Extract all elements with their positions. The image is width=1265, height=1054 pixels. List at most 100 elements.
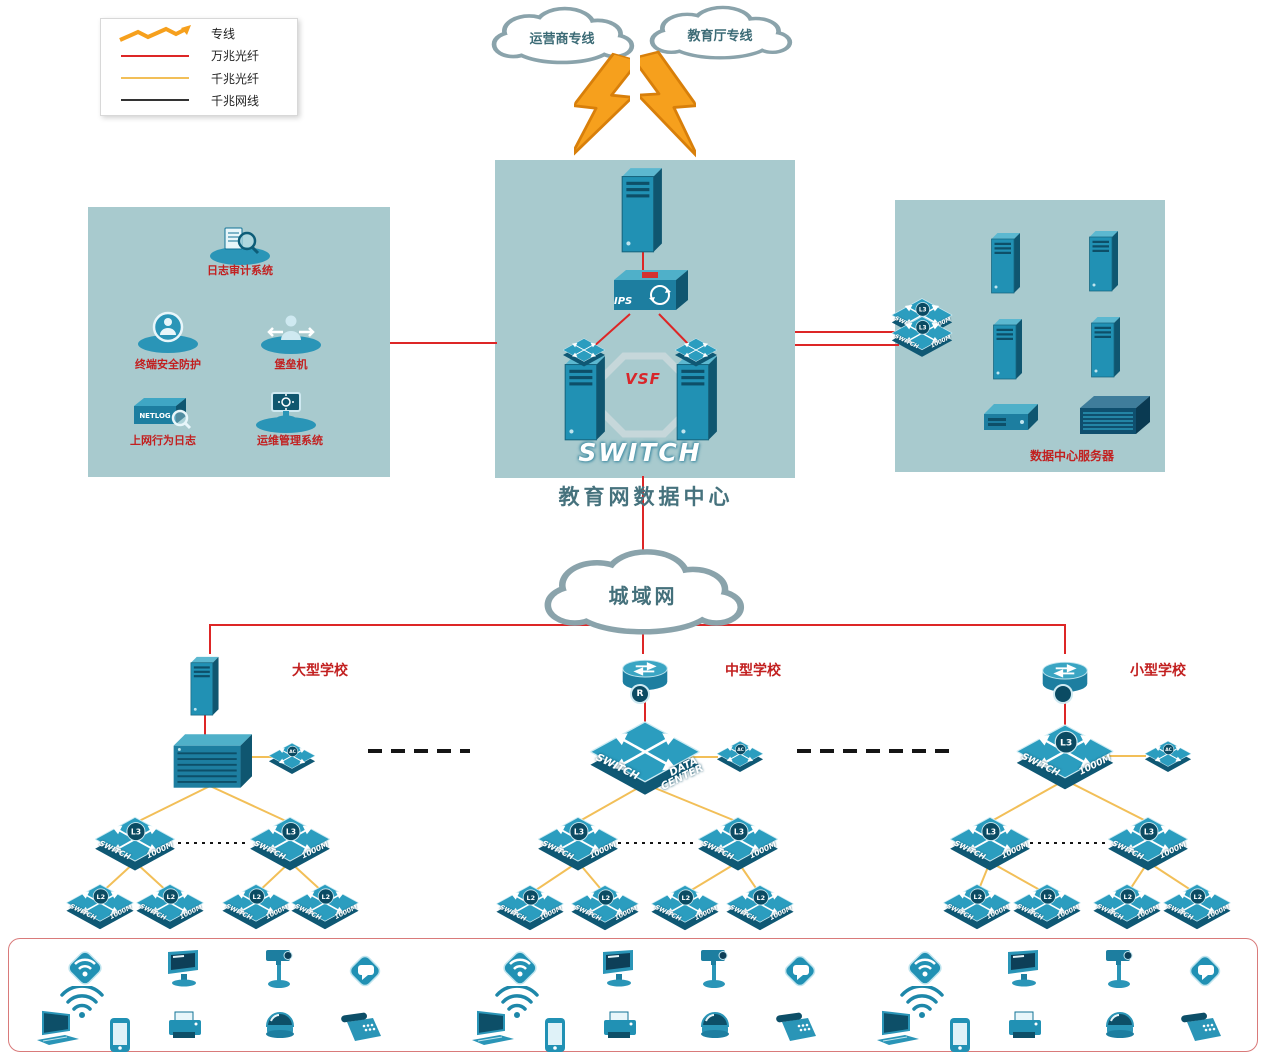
- legend-label: 专线: [211, 27, 236, 42]
- switch-tier-badge: L2: [969, 888, 986, 905]
- legend: 专线 万兆光纤 千兆光纤 千兆网线: [100, 18, 298, 116]
- switch-tier-badge: L2: [522, 889, 539, 906]
- laptop-icon: [871, 1010, 923, 1046]
- ips-device-icon: [614, 270, 688, 310]
- switch-tier-badge: L2: [317, 888, 334, 905]
- switch-tier-badge: L2: [162, 888, 179, 905]
- yellow-line-icon: [109, 77, 201, 80]
- l3-switch: L3 SWITCH 1000M: [537, 815, 619, 871]
- endpoint-protection-icon: [138, 311, 198, 353]
- red-line-icon: [109, 54, 201, 57]
- legend-row-dedicated-line: 专线: [109, 23, 289, 44]
- ptz-camera-icon: [260, 946, 300, 990]
- l2-switch: L2 SWITCH 1000M: [942, 883, 1012, 930]
- log-audit-label: 日志审计系统: [207, 264, 273, 277]
- printer-icon: [165, 1008, 205, 1044]
- datacenter-title: 教育网数据中心: [558, 484, 734, 509]
- endpoint-protection-label: 终端安全防护: [135, 358, 201, 371]
- switch-tier-badge: L3: [281, 822, 301, 842]
- lightning-bolt-left: [574, 52, 630, 164]
- legend-row-1g-cable: 千兆网线: [109, 90, 289, 111]
- wlan-ap-icon: [498, 948, 542, 988]
- switch-watermark: SWITCH: [578, 438, 702, 467]
- switch-tier-badge: L2: [248, 888, 265, 905]
- vsf-label: VSF: [625, 370, 661, 388]
- switch-tier-badge: AC: [735, 743, 747, 755]
- switch-tier-badge: L2: [1039, 888, 1056, 905]
- carrier-line-cloud: 运营商专线: [487, 6, 637, 68]
- laptop-icon: [466, 1010, 518, 1046]
- switch-tier-badge: L3: [915, 302, 930, 317]
- wlan-ap-icon: [903, 948, 947, 988]
- l2-switch: L2 SWITCH 1000M: [495, 884, 565, 931]
- l3-switch: L3 SWITCH 1000M: [949, 815, 1031, 871]
- core-switch-data-center: SWITCH DATA CENTER: [589, 719, 705, 795]
- printer-icon: [1005, 1008, 1045, 1044]
- l3-switch: L3 SWITCH 1000M: [249, 815, 331, 871]
- server-cabinet-icon: [993, 318, 1023, 380]
- l2-switch: L2 SWITCH 1000M: [135, 883, 205, 930]
- switch-tier-badge: L3: [1054, 730, 1078, 754]
- black-line-icon: [109, 99, 201, 102]
- ips-label: IPS: [614, 296, 633, 307]
- lightning-icon: [109, 24, 201, 43]
- voice-terminal-icon: [779, 952, 821, 990]
- education-line-cloud: 教育厅专线: [645, 5, 795, 63]
- ops-management-icon: [256, 392, 316, 433]
- cloud-label: 运营商专线: [529, 31, 595, 47]
- l3-switch: L3 SWITCH 1000M: [94, 815, 176, 871]
- l3-switch: L3 SWITCH 1000M: [1107, 815, 1189, 871]
- ip-phone-icon: [1179, 1010, 1225, 1046]
- switch-module: [674, 338, 718, 367]
- core-chassis-icon: [172, 733, 252, 789]
- server-zone-caption: 数据中心服务器: [1029, 449, 1115, 463]
- switch-tier-badge: L2: [92, 888, 109, 905]
- ops-management-label: 运维管理系统: [257, 434, 323, 447]
- l3-switch: L3 SWITCH 1000M: [891, 297, 953, 339]
- ip-phone-icon: [339, 1010, 385, 1046]
- school-label-large: 大型学校: [292, 663, 348, 679]
- l3-switch: L3 SWITCH 1000M: [697, 815, 779, 871]
- smartphone-icon: [946, 1016, 974, 1054]
- switch-tier-badge: L2: [752, 889, 769, 906]
- router-ring-icon: [1053, 684, 1073, 704]
- legend-label: 千兆网线: [211, 93, 260, 108]
- server-cabinet-icon: [1089, 230, 1119, 292]
- switch-tier-badge: L2: [677, 889, 694, 906]
- blade-rack-icon: [1079, 395, 1151, 435]
- switch-diamond-icon: [562, 338, 606, 367]
- l2-switch: L2 SWITCH 1000M: [570, 884, 640, 931]
- metro-network-cloud: 城域网: [538, 548, 748, 640]
- ptz-camera-icon: [1100, 946, 1140, 990]
- school-label-medium: 中型学校: [725, 663, 781, 679]
- switch-module: [562, 338, 606, 367]
- school-gateway-tower-icon: [190, 656, 219, 716]
- l2-switch: L2 SWITCH 1000M: [1162, 883, 1232, 930]
- l2-switch: L2 SWITCH 1000M: [1092, 883, 1162, 930]
- switch-diamond-icon: [589, 721, 701, 795]
- l3-switch: L3 SWITCH 1000M: [891, 315, 953, 357]
- server-cabinet-icon: [991, 232, 1021, 294]
- netlog-label: 上网行为日志: [130, 434, 196, 447]
- server-cabinet-icon: [1091, 316, 1121, 378]
- switch-tier-badge: L3: [915, 320, 930, 335]
- voice-terminal-icon: [1184, 952, 1226, 990]
- switch-diamond-icon: [674, 338, 718, 367]
- core-switch: L3 SWITCH 1000M: [1015, 723, 1115, 790]
- switch-tier-badge: L3: [729, 822, 749, 842]
- legend-label: 千兆光纤: [211, 71, 260, 86]
- lightning-bolt-right: [640, 50, 696, 164]
- router-badge: R: [630, 684, 650, 704]
- dome-camera-icon: [696, 1006, 734, 1040]
- ip-phone-icon: [774, 1010, 820, 1046]
- switch-tier-badge: L3: [1139, 822, 1159, 842]
- switch-diamond-icon: [1144, 740, 1192, 772]
- switch-tier-badge: L2: [1119, 888, 1136, 905]
- cloud-label: 城域网: [608, 583, 678, 608]
- switch-tier-badge: AC: [1163, 743, 1175, 755]
- l2-switch: L2 SWITCH 1000M: [290, 883, 360, 930]
- laptop-icon: [31, 1010, 83, 1046]
- voice-terminal-icon: [344, 952, 386, 990]
- switch-tier-badge: L2: [1189, 888, 1206, 905]
- bastion-host-label: 堡垒机: [274, 358, 308, 371]
